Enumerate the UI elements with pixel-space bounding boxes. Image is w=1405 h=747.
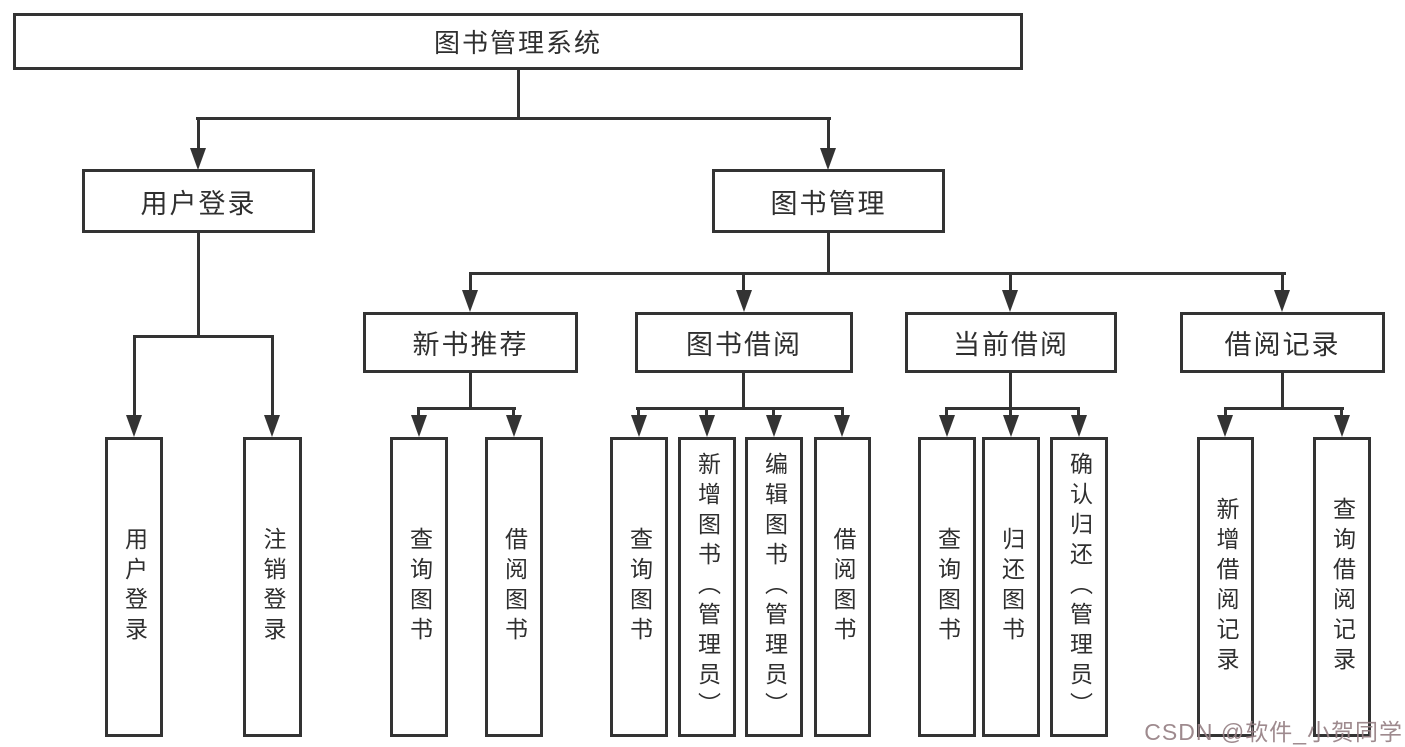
node-user-login: 用户登录 (82, 169, 315, 233)
leaf-add-borrow-record: 新增借阅记录 (1197, 437, 1254, 737)
connector-line (197, 117, 200, 150)
connector-line (469, 272, 472, 292)
connector-line (417, 407, 420, 417)
connector-line (1281, 373, 1284, 407)
leaf-return-book: 归还图书 (982, 437, 1040, 737)
node-root-system: 图书管理系统 (13, 13, 1023, 70)
connector-line (827, 233, 830, 272)
connector-line (469, 373, 472, 407)
arrow-down-icon (506, 415, 522, 437)
arrow-down-icon (699, 415, 715, 437)
arrow-down-icon (631, 415, 647, 437)
arrow-down-icon (462, 290, 478, 312)
arrow-down-icon (1071, 415, 1087, 437)
arrow-down-icon (126, 415, 142, 437)
connector-line (772, 407, 775, 417)
connector-line (827, 117, 830, 150)
connector-line (637, 407, 640, 417)
arrow-down-icon (1274, 290, 1290, 312)
connector-line (196, 117, 831, 120)
leaf-query-book: 查询图书 (918, 437, 976, 737)
connector-line (517, 68, 520, 117)
connector-line (1009, 407, 1012, 417)
leaf-query-book: 查询图书 (390, 437, 448, 737)
arrow-down-icon (190, 148, 206, 170)
arrow-down-icon (736, 290, 752, 312)
leaf-query-book: 查询图书 (610, 437, 668, 737)
connector-line (197, 232, 200, 335)
leaf-edit-book-admin: 编辑图书（管理员） (745, 437, 803, 737)
node-new-book-recommend: 新书推荐 (363, 312, 578, 373)
connector-line (945, 407, 948, 417)
arrow-down-icon (1334, 415, 1350, 437)
leaf-logout: 注销登录 (243, 437, 302, 737)
leaf-add-book-admin: 新增图书（管理员） (678, 437, 736, 737)
connector-line (1077, 407, 1080, 417)
connector-line (133, 335, 274, 338)
leaf-borrow-book: 借阅图书 (814, 437, 871, 737)
connector-line (742, 272, 745, 292)
connector-line (841, 407, 844, 417)
connector-line (1009, 272, 1012, 292)
arrow-down-icon (1217, 415, 1233, 437)
node-borrowing-records: 借阅记录 (1180, 312, 1385, 373)
arrow-down-icon (766, 415, 782, 437)
connector-line (469, 272, 1286, 275)
connector-line (1281, 272, 1284, 292)
connector-line (705, 407, 708, 417)
leaf-query-borrow-record: 查询借阅记录 (1313, 437, 1371, 737)
arrow-down-icon (1002, 290, 1018, 312)
node-book-management: 图书管理 (712, 169, 945, 233)
csdn-watermark: CSDN @软件_小贺同学 (1144, 719, 1403, 745)
connector-line (636, 407, 844, 410)
connector-line (1009, 373, 1012, 407)
connector-line (512, 407, 515, 417)
node-current-borrowing: 当前借阅 (905, 312, 1117, 373)
arrow-down-icon (1003, 415, 1019, 437)
arrow-down-icon (820, 148, 836, 170)
connector-line (742, 373, 745, 407)
arrow-down-icon (264, 415, 280, 437)
connector-line (417, 407, 516, 410)
leaf-user-login: 用户登录 (105, 437, 163, 737)
connector-line (945, 407, 1080, 410)
leaf-confirm-return-admin: 确认归还（管理员） (1050, 437, 1108, 737)
connector-line (271, 335, 274, 417)
connector-line (1224, 407, 1227, 417)
arrow-down-icon (939, 415, 955, 437)
connector-line (1340, 407, 1343, 417)
leaf-borrow-book: 借阅图书 (485, 437, 543, 737)
connector-line (133, 335, 136, 417)
node-book-borrowing: 图书借阅 (635, 312, 853, 373)
arrow-down-icon (411, 415, 427, 437)
arrow-down-icon (834, 415, 850, 437)
connector-line (1224, 407, 1344, 410)
